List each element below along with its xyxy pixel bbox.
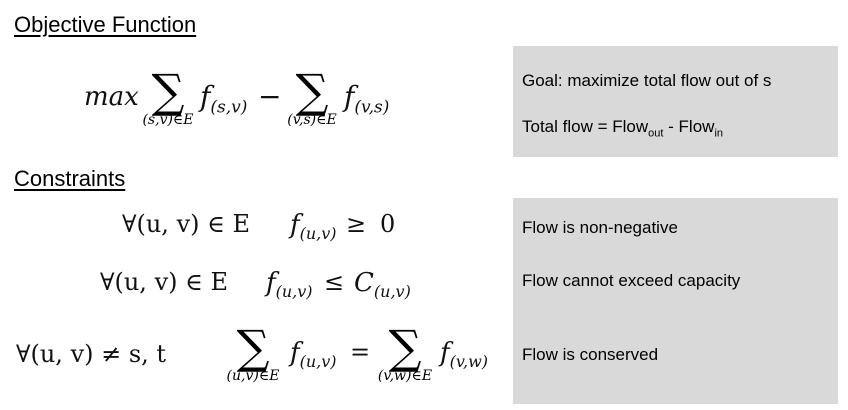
objective-sum-out: ∑ (s,v)∈E (132, 68, 204, 128)
minus-sign: − (258, 80, 282, 113)
sigma-symbol: ∑ (295, 64, 329, 118)
constraint-relation: ≥ (346, 210, 367, 238)
conservation-sum-in: ∑ (u,v)∈E (216, 324, 290, 384)
nonnegative-note: Flow is non-negative (522, 218, 678, 237)
goal-note: Goal: maximize total flow out of s (522, 71, 772, 90)
conserved-note: Flow is conserved (522, 345, 659, 364)
constraint-quantifier: ∀(u, v) ∈ E (100, 268, 229, 296)
total-flow-note: Total flow = Flowout - Flowin (522, 117, 723, 140)
objective-notes-panel (513, 46, 838, 157)
sum-index: (u,v)∈E (226, 368, 280, 384)
sigma-symbol: ∑ (151, 64, 185, 118)
constraint-lhs: f(u,v) (290, 210, 337, 244)
constraint-lhs: f(u,v) (266, 268, 313, 302)
capacity-note: Flow cannot exceed capacity (522, 271, 741, 290)
sigma-symbol: ∑ (236, 320, 270, 374)
objective-heading: Objective Function (14, 12, 197, 37)
constraint-relation: = (350, 338, 371, 366)
constraint-lhs: f(u,v) (290, 338, 337, 372)
conservation-sum-out: ∑ (v,w)∈E (368, 324, 442, 384)
sum-index: (v,s)∈E (287, 112, 337, 128)
constraint-rhs: C(u,v) (354, 268, 411, 302)
constraints-heading: Constraints (14, 166, 126, 191)
constraint-rhs: f(v,w) (440, 338, 489, 372)
constraint-quantifier: ∀(u, v) ∈ E (122, 210, 251, 238)
max-operator: max (84, 82, 139, 112)
sigma-symbol: ∑ (388, 320, 422, 374)
objective-sum-in: ∑ (v,s)∈E (276, 68, 348, 128)
flow-term-out: f(s,v) (200, 80, 248, 118)
sum-index: (v,w)∈E (377, 368, 433, 384)
sum-index: (s,v)∈E (142, 112, 194, 128)
constraint-relation: ≤ (324, 268, 345, 296)
constraint-rhs: 0 (380, 210, 396, 238)
constraint-notes-panel (513, 198, 838, 404)
constraint-quantifier: ∀(u, v) ≠ s, t (16, 340, 167, 368)
flow-term-in: f(v,s) (344, 80, 390, 118)
